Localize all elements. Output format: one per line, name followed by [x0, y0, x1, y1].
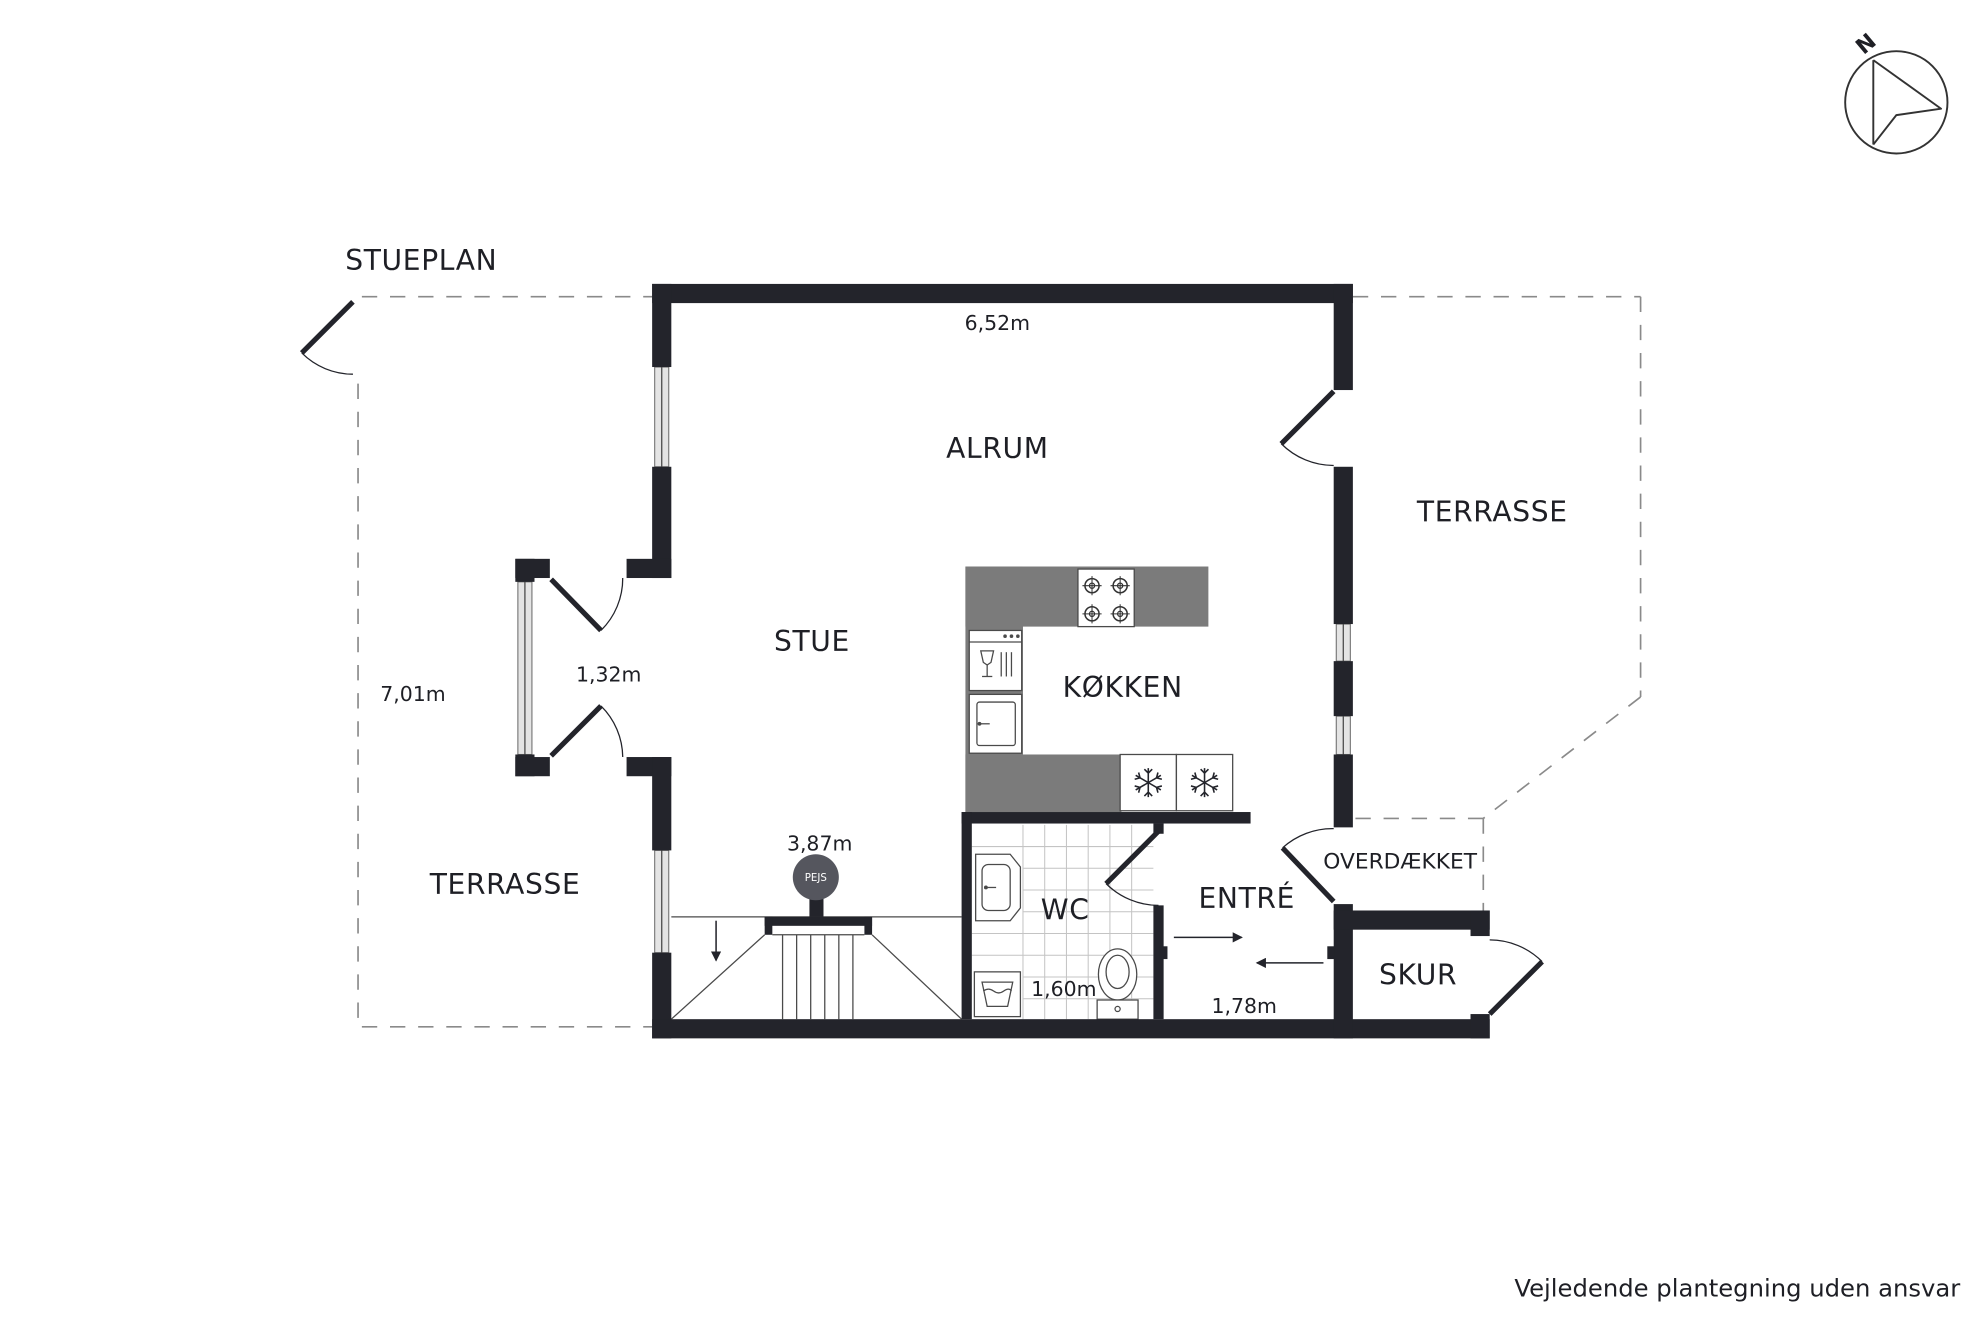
dimension-wc: 1,60m [1031, 977, 1096, 1001]
dimension-bay: 1,32m [576, 663, 641, 687]
room-label-terrasse-east: TERRASSE [1416, 496, 1568, 529]
terrace-west-door [299, 300, 355, 375]
freezer [1119, 753, 1178, 812]
plan-title: STUEPLAN [345, 244, 497, 277]
toilet [1096, 948, 1139, 1020]
fireplace: PEJS [792, 854, 839, 917]
dishwasher [968, 629, 1023, 692]
room-label-skur: SKUR [1379, 959, 1457, 992]
stove [1077, 568, 1135, 628]
dimension-alrum: 6,52m [965, 311, 1030, 335]
staircase [670, 916, 963, 1020]
terrace-west-outline [357, 295, 653, 1028]
wc-door [1104, 829, 1161, 907]
alrum-east-door [1279, 389, 1336, 467]
fridge [1175, 753, 1234, 812]
room-label-alrum: ALRUM [946, 432, 1049, 465]
bay-door-upper [549, 577, 624, 633]
bay-door-lower [549, 704, 624, 758]
overdaekket-door [1280, 828, 1336, 904]
skur-door [1487, 939, 1544, 1016]
terrace-east-outline [1352, 295, 1642, 911]
fireplace-label: PEJS [805, 873, 827, 884]
washing-machine [973, 971, 1022, 1018]
room-label-entre: ENTRÉ [1198, 881, 1294, 915]
room-label-overdaekket: OVERDÆKKET [1323, 849, 1477, 874]
dimension-stue: 3,87m [787, 831, 852, 855]
wc-sink [975, 853, 1022, 922]
kitchen-sink [968, 693, 1023, 754]
disclaimer: Vejledende plantegning uden ansvar [1514, 1274, 1960, 1303]
dimension-entre: 1,78m [1211, 994, 1276, 1018]
windows [517, 366, 1351, 954]
room-label-kokken: KØKKEN [1063, 671, 1183, 704]
dimension-terrasse-west: 7,01m [380, 682, 445, 706]
room-label-wc: WC [1041, 893, 1090, 926]
room-label-stue: STUE [774, 625, 850, 658]
walls [515, 283, 1490, 1039]
compass-icon: N [1844, 29, 1949, 155]
room-label-terrasse-west: TERRASSE [429, 868, 581, 901]
